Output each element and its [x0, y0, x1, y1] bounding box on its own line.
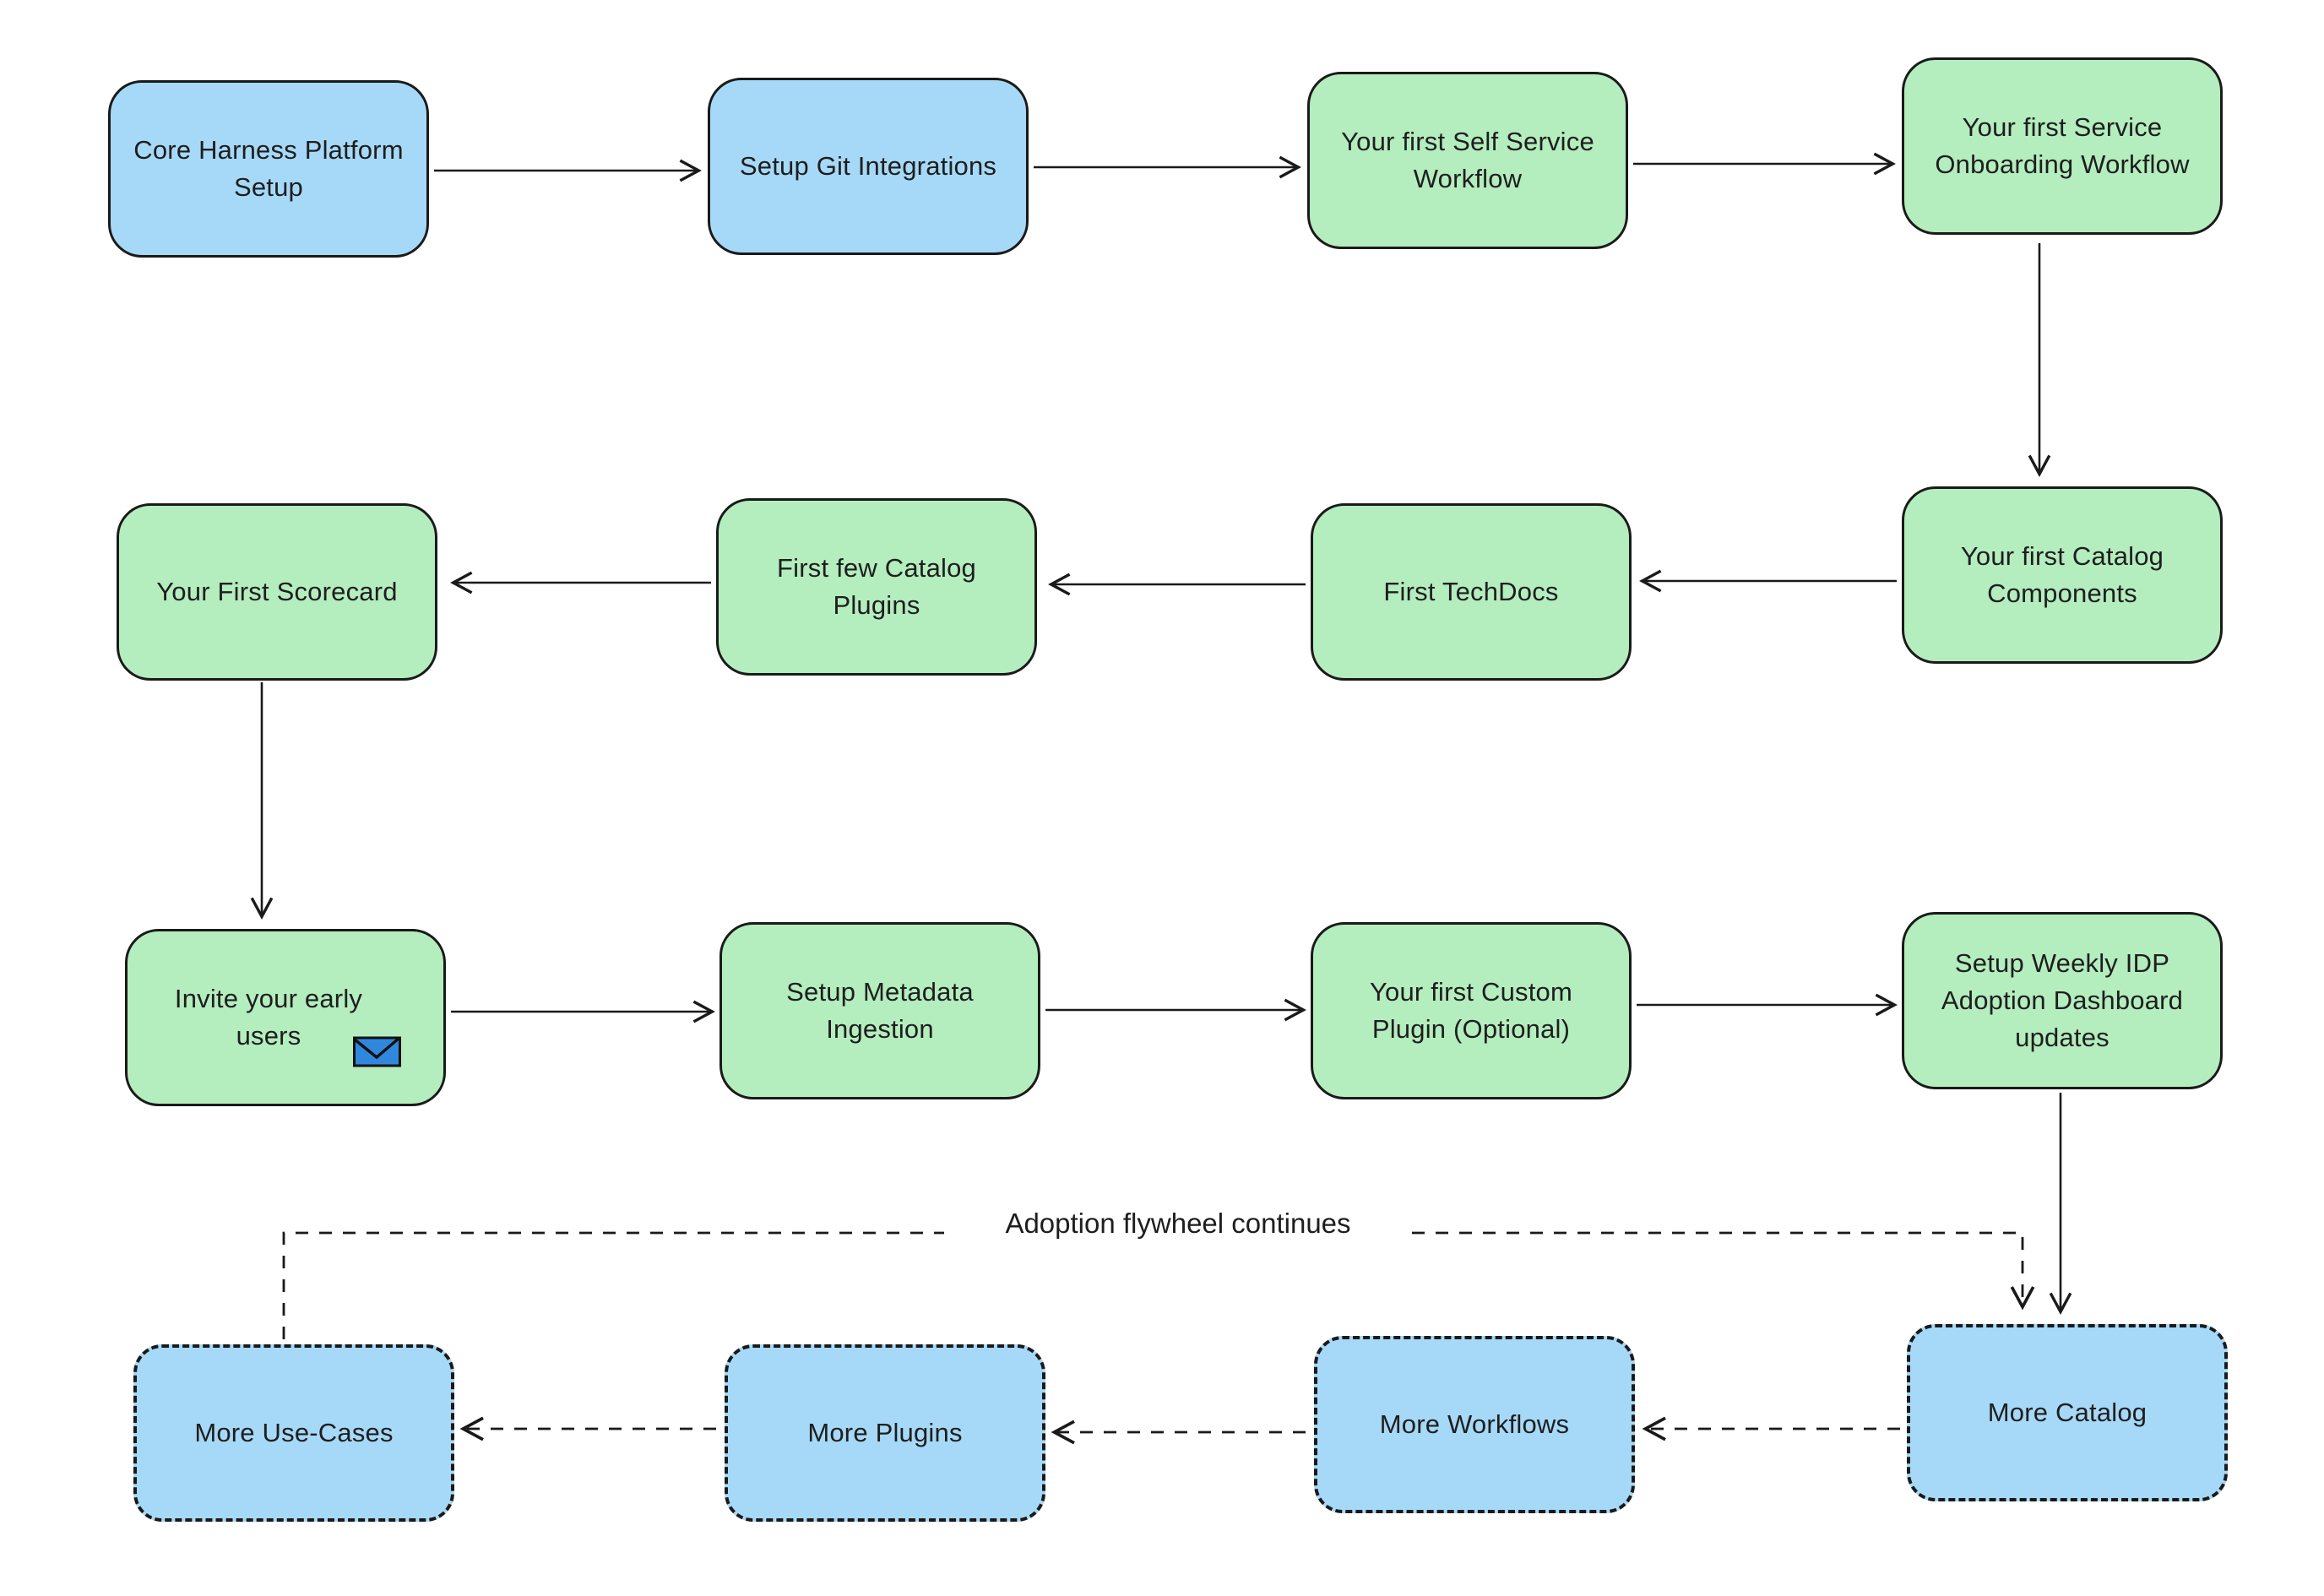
node-label: First TechDocs: [1383, 576, 1559, 606]
node-label: More Use-Cases: [194, 1417, 394, 1447]
node-more-catalog[interactable]: More Catalog: [1907, 1324, 2228, 1501]
edge-flywheel-right: [1412, 1231, 2035, 1311]
node-first-few-catalog-plugins[interactable]: First few Catalog Plugins: [716, 498, 1037, 676]
node-core-harness-platform-setup[interactable]: Core Harness Platform Setup: [108, 80, 429, 258]
flywheel-label: Adoption flywheel continues: [1005, 1208, 1351, 1239]
node-label: Your first Custom Plugin (Optional): [1369, 976, 1572, 1044]
node-label: More Plugins: [807, 1417, 963, 1447]
node-setup-git-integrations[interactable]: Setup Git Integrations: [708, 78, 1029, 255]
node-invite-early-users[interactable]: Invite your early users: [125, 929, 446, 1106]
node-label: Your First Scorecard: [156, 576, 398, 606]
node-label: More Catalog: [1987, 1397, 2148, 1427]
node-label: Setup Git Integrations: [739, 150, 997, 181]
node-label: More Workflows: [1379, 1409, 1570, 1439]
node-setup-metadata-ingestion[interactable]: Setup Metadata Ingestion: [719, 922, 1040, 1099]
node-label: Setup Weekly IDP Adoption Dashboard upda…: [1941, 947, 2184, 1052]
node-first-custom-plugin[interactable]: Your first Custom Plugin (Optional): [1311, 922, 1632, 1099]
envelope-icon: [353, 1036, 401, 1067]
node-label: First few Catalog Plugins: [777, 552, 976, 620]
node-setup-weekly-idp-dashboard[interactable]: Setup Weekly IDP Adoption Dashboard upda…: [1902, 912, 2223, 1089]
node-more-plugins[interactable]: More Plugins: [725, 1344, 1045, 1522]
edge-flywheel-left: [282, 1231, 944, 1339]
node-label: Your first Catalog Components: [1960, 540, 2164, 608]
node-first-service-onboarding-workflow[interactable]: Your first Service Onboarding Workflow: [1902, 57, 2223, 235]
node-label: Your first Self Service Workflow: [1341, 126, 1594, 193]
node-first-techdocs[interactable]: First TechDocs: [1311, 503, 1632, 681]
node-first-catalog-components[interactable]: Your first Catalog Components: [1902, 486, 2223, 664]
node-label: Setup Metadata Ingestion: [786, 976, 974, 1044]
node-more-workflows[interactable]: More Workflows: [1314, 1336, 1635, 1513]
node-label: Invite your early users: [174, 983, 363, 1050]
node-more-use-cases[interactable]: More Use-Cases: [133, 1344, 454, 1522]
node-first-self-service-workflow[interactable]: Your first Self Service Workflow: [1307, 72, 1628, 249]
node-label: Core Harness Platform Setup: [133, 134, 404, 202]
node-first-scorecard[interactable]: Your First Scorecard: [117, 503, 437, 681]
node-label: Your first Service Onboarding Workflow: [1935, 111, 2190, 179]
